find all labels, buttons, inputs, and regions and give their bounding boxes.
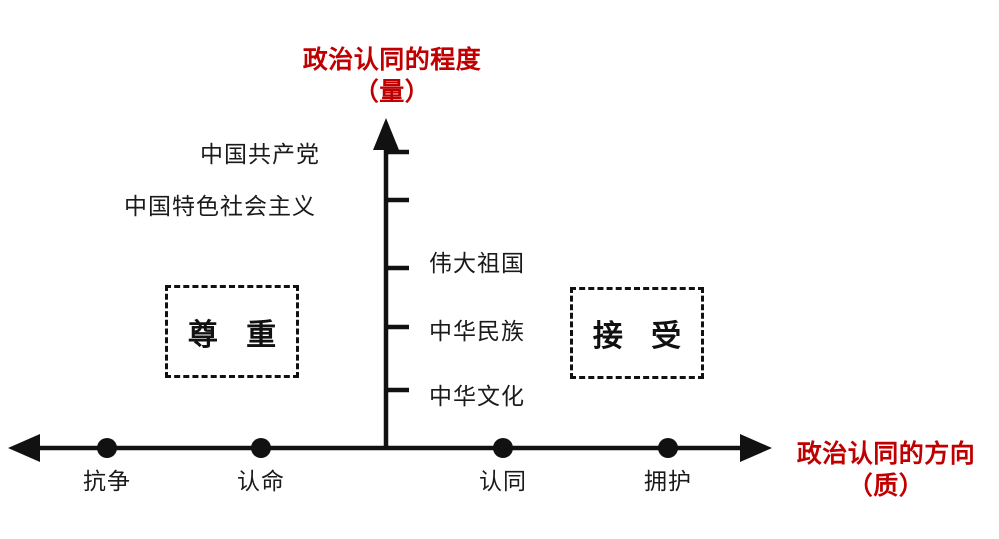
x-axis-points — [97, 438, 678, 458]
note-chinese-culture: 中华文化 — [429, 384, 525, 409]
y-axis-title-text: 政治认同的程度 — [302, 46, 482, 74]
note-great-motherland: 伟大祖国 — [429, 251, 525, 276]
y-axis-title: 政治认同的程度 （量） — [262, 44, 522, 108]
x-axis-title: 政治认同的方向 （质） — [778, 438, 994, 502]
x-axis-tick-label-kangzheng: 抗争 — [83, 469, 131, 494]
emphasis-box-respect: 尊 重 — [165, 285, 299, 378]
emphasis-box-accept: 接 受 — [570, 287, 704, 379]
emphasis-box-respect-label: 尊 重 — [187, 318, 287, 352]
x-axis-point-kangzheng — [97, 438, 117, 458]
x-axis-point-renming — [251, 438, 271, 458]
x-axis-left-arrowhead — [8, 434, 40, 462]
note-communist-party: 中国共产党 — [200, 142, 320, 167]
x-axis-right-arrowhead — [740, 434, 772, 462]
y-axis-unit-text: （量） — [353, 78, 431, 106]
note-chinese-nation: 中华民族 — [429, 319, 525, 344]
x-axis-tick-label-yonghu: 拥护 — [644, 469, 692, 494]
x-axis-point-rentong — [493, 438, 513, 458]
x-axis-title-text: 政治认同的方向 — [796, 440, 976, 468]
y-axis-up-arrowhead — [373, 118, 399, 150]
x-axis-point-yonghu — [658, 438, 678, 458]
note-socialism-chinese-characteristics: 中国特色社会主义 — [124, 194, 316, 219]
x-axis-tick-label-rentong: 认同 — [479, 469, 527, 494]
x-axis-tick-label-renming: 认命 — [237, 469, 285, 494]
emphasis-box-accept-label: 接 受 — [592, 320, 692, 353]
x-axis-unit-text: （质） — [847, 472, 925, 500]
y-axis-ticks — [386, 149, 409, 393]
